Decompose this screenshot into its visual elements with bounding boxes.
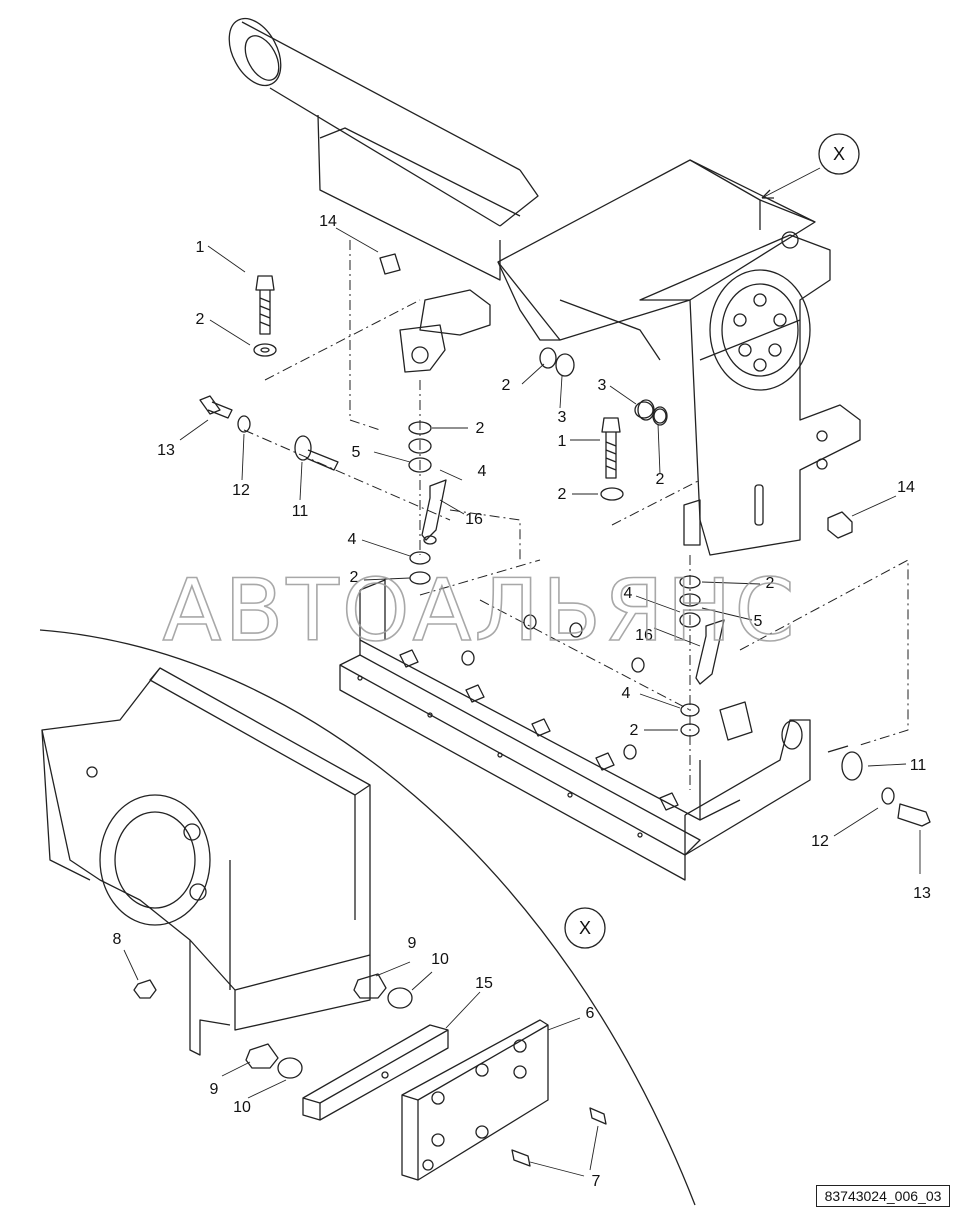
callout-3: 3 xyxy=(558,409,567,426)
callout-12: 12 xyxy=(811,833,829,850)
mounting-plate-6 xyxy=(401,1019,549,1181)
left-washer-stack xyxy=(408,421,447,585)
cutter-bar xyxy=(339,579,811,881)
callout-5: 5 xyxy=(754,613,763,630)
callout-10: 10 xyxy=(233,1099,251,1116)
knife-guards xyxy=(399,614,679,811)
callout-11: 11 xyxy=(292,503,309,520)
callout-2: 2 xyxy=(476,420,485,437)
detail-hardware xyxy=(133,973,413,1079)
callout-7: 7 xyxy=(592,1173,601,1190)
callout-2: 2 xyxy=(630,722,639,739)
callout-16: 16 xyxy=(465,511,483,528)
bolt-13-right xyxy=(827,745,931,827)
callout-2: 2 xyxy=(196,311,205,328)
mounting-bracket xyxy=(639,231,861,556)
leader-lines xyxy=(123,167,921,1177)
callout-1: 1 xyxy=(196,239,205,256)
callout-2: 2 xyxy=(502,377,511,394)
callout-4: 4 xyxy=(478,463,487,480)
callout-10: 10 xyxy=(431,951,449,968)
gearbox-housing xyxy=(41,667,371,1056)
callout-3: 3 xyxy=(598,377,607,394)
callout-11: 11 xyxy=(910,757,927,774)
callout-13: 13 xyxy=(157,442,175,459)
callout-2: 2 xyxy=(558,486,567,503)
bolt-13-left xyxy=(199,395,339,471)
callout-2: 2 xyxy=(766,575,775,592)
callout-15: 15 xyxy=(475,975,493,992)
view-arrow xyxy=(761,189,774,199)
callout-16: 16 xyxy=(635,627,653,644)
detail-view-boundary xyxy=(39,629,696,1206)
spacer-bar-15 xyxy=(302,1024,449,1121)
callout-14: 14 xyxy=(897,479,915,496)
frame-beam xyxy=(317,114,816,361)
axle-tube xyxy=(228,17,539,227)
view-x-circle-detail xyxy=(564,907,606,949)
screws-7 xyxy=(511,1107,607,1167)
callout-1: 1 xyxy=(558,433,567,450)
bolt-1-left xyxy=(253,275,277,357)
block-14-right xyxy=(827,511,853,539)
view-x-label-top: X xyxy=(833,144,845,164)
view-x-label-detail: X xyxy=(579,918,591,938)
callout-8: 8 xyxy=(113,931,122,948)
callout-2: 2 xyxy=(350,569,359,586)
callout-14: 14 xyxy=(319,213,337,230)
callout-9: 9 xyxy=(210,1081,219,1098)
view-x-circle-top xyxy=(818,133,860,175)
callout-9: 9 xyxy=(408,935,417,952)
bolt-1-right xyxy=(600,401,667,501)
callout-13: 13 xyxy=(913,885,931,902)
callout-2: 2 xyxy=(656,471,665,488)
watermark: АВТОАЛЬЯНС xyxy=(162,561,797,661)
callout-4: 4 xyxy=(624,585,633,602)
callout-12: 12 xyxy=(232,482,250,499)
assembly-lines xyxy=(243,240,909,790)
drawing-code: 83743024_006_03 xyxy=(816,1185,950,1207)
callouts: 1 2 14 13 12 11 5 4 2 16 4 2 2 3 3 1 2 2… xyxy=(113,213,931,1190)
callout-5: 5 xyxy=(352,444,361,461)
bracket-hardware xyxy=(379,253,668,426)
callout-6: 6 xyxy=(586,1005,595,1022)
callout-4: 4 xyxy=(348,531,357,548)
callout-4: 4 xyxy=(622,685,631,702)
